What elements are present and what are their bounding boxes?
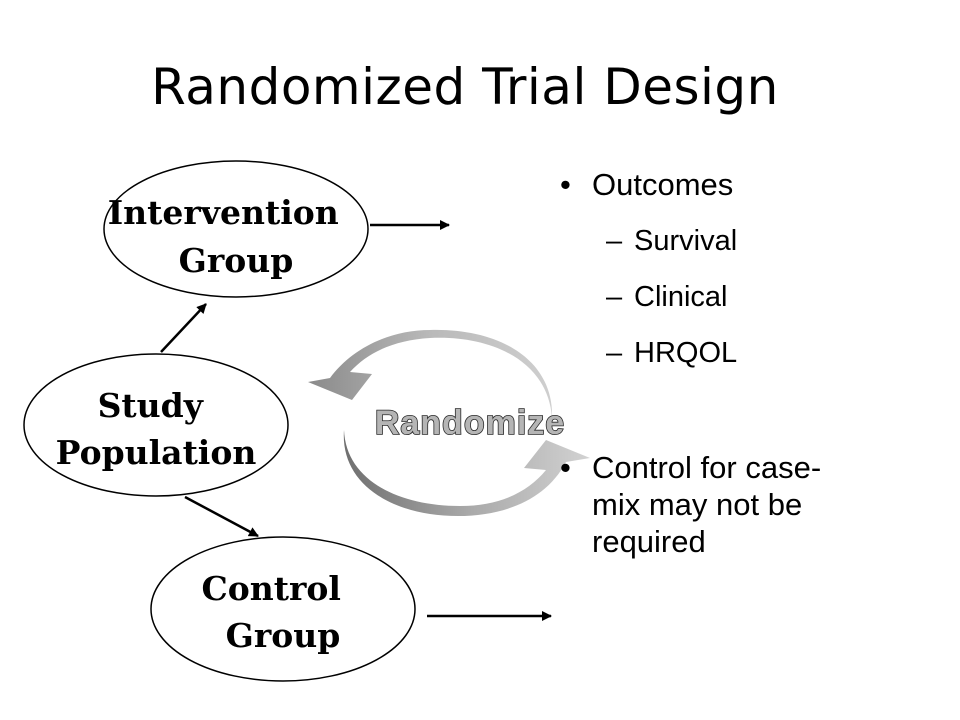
bullet-control-case-mix: • Control for case- mix may not be requi… — [560, 449, 920, 560]
intervention-group-node — [103, 160, 369, 298]
bullet-outcomes-label: Outcomes — [592, 167, 734, 202]
randomize-label: Randomize — [375, 404, 565, 442]
bullet-control-line: required — [592, 524, 706, 559]
sub-dash: – — [606, 225, 623, 257]
outcomes-sub-list: – Survival – Clinical – HRQOL — [560, 213, 920, 381]
sub-item-clinical: – Clinical — [560, 269, 920, 325]
randomize-arrow-top — [308, 329, 553, 418]
sub-item-label: HRQOL — [634, 337, 738, 369]
arrow-study-to-intervention — [160, 303, 207, 353]
sub-item-hrqol: – HRQOL — [560, 325, 920, 381]
sub-dash: – — [606, 281, 623, 313]
bullet-control-line: mix may not be — [592, 487, 803, 522]
slide-title: Randomized Trial Design — [151, 58, 779, 116]
sub-dash: – — [606, 337, 623, 369]
sub-item-label: Clinical — [634, 281, 728, 313]
bullet-dot: • — [560, 450, 571, 485]
bullet-list: • Outcomes – Survival – Clinical – HRQOL… — [560, 160, 920, 560]
bullet-outcomes: • Outcomes — [560, 166, 920, 203]
study-population-label: Study Population — [56, 386, 257, 472]
control-group-node — [150, 536, 416, 682]
study-population-node — [23, 353, 289, 497]
arrow-study-to-control — [184, 495, 259, 538]
bullet-control-line: Control for case- — [592, 450, 822, 485]
intervention-group-label: Intervention Group — [108, 193, 351, 280]
control-group-label: Control Group — [202, 569, 353, 655]
randomize-cycle-icon — [308, 329, 590, 516]
sub-item-survival: – Survival — [560, 213, 920, 269]
bullet-dot: • — [560, 167, 571, 202]
sub-item-label: Survival — [634, 225, 738, 257]
randomize-arrow-bottom — [343, 430, 590, 516]
